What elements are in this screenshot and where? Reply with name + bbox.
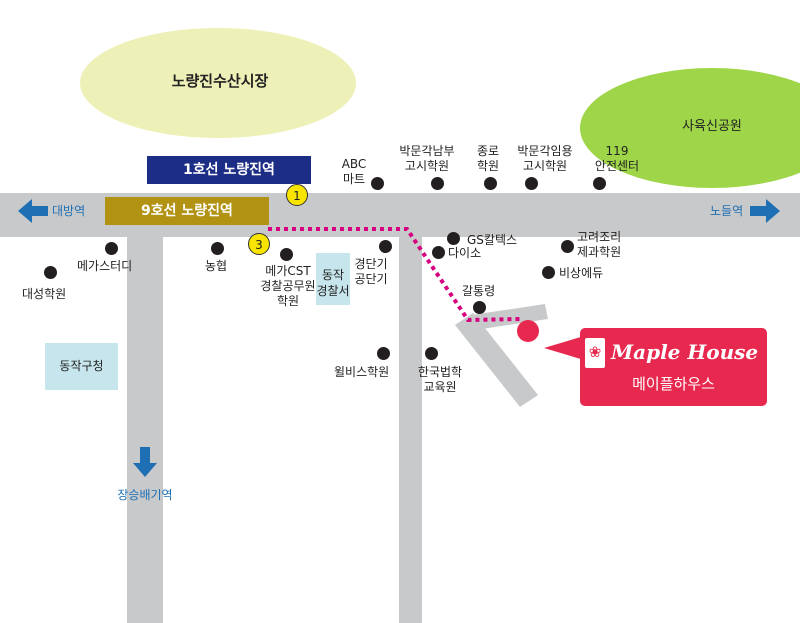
bisang-edu-label: 비상에듀 (559, 266, 604, 280)
center-119-dot (593, 177, 606, 190)
nonghyup-dot (211, 242, 224, 255)
galtongryeong-dot (473, 301, 486, 314)
line1-station-sign: 1호선 노량진역 (147, 156, 311, 184)
gu-office-building: 동작구청 (45, 343, 118, 390)
bisang-edu-dot (542, 266, 555, 279)
abc-mart-dot (371, 177, 384, 190)
daiso-dot (432, 246, 445, 259)
park-nambu-dot (431, 177, 444, 190)
middle-road (399, 230, 422, 623)
daiso-label: 다이소 (448, 246, 482, 260)
exit-1-marker: 1 (286, 184, 308, 206)
destination-marker (517, 320, 539, 342)
destination-name: Maple House (611, 340, 759, 364)
destination-callout (580, 328, 767, 406)
park-label: 사육신공원 (682, 119, 742, 134)
south-arrow-icon (133, 447, 157, 477)
fish-market-area (80, 28, 356, 138)
gs-caltex-dot (447, 232, 460, 245)
maple-leaf-icon: ❀ (585, 338, 605, 368)
west-arrow-icon (18, 199, 48, 223)
daesung-label: 대성학원 (22, 287, 67, 301)
park-area (580, 68, 800, 188)
galtongryeong-label: 갈통령 (462, 284, 496, 298)
kyungdangi-dot (379, 240, 392, 253)
direction-east-label: 노들역 (710, 204, 744, 218)
gs-caltex-label: GS칼텍스 (467, 233, 518, 247)
callout-pointer (544, 336, 584, 360)
east-arrow-icon (750, 199, 780, 223)
side-road (472, 304, 548, 330)
wilbis-dot (377, 347, 390, 360)
wilbis-label: 윌비스학원 (334, 365, 390, 379)
exit-3-marker: 3 (248, 233, 270, 255)
walking-route (268, 227, 521, 323)
daesung-dot (44, 266, 57, 279)
west-road (127, 230, 163, 623)
destination-name-kr: 메이플하우스 (632, 375, 715, 393)
fish-market-label: 노량진수산시장 (171, 72, 269, 90)
park-imyong-dot (525, 177, 538, 190)
direction-west-label: 대방역 (52, 204, 86, 218)
megastudy-dot (105, 242, 118, 255)
line9-station-sign: 9호선 노량진역 (105, 197, 269, 225)
hanguk-law-dot (425, 347, 438, 360)
jongro-dot (484, 177, 497, 190)
goryeo-dot (561, 240, 574, 253)
diagonal-road (455, 313, 538, 407)
megastudy-label: 메가스터디 (77, 259, 133, 273)
mega-cst-dot (280, 248, 293, 261)
nonghyup-label: 농협 (205, 259, 228, 273)
direction-south-label: 장승배기역 (117, 488, 173, 502)
